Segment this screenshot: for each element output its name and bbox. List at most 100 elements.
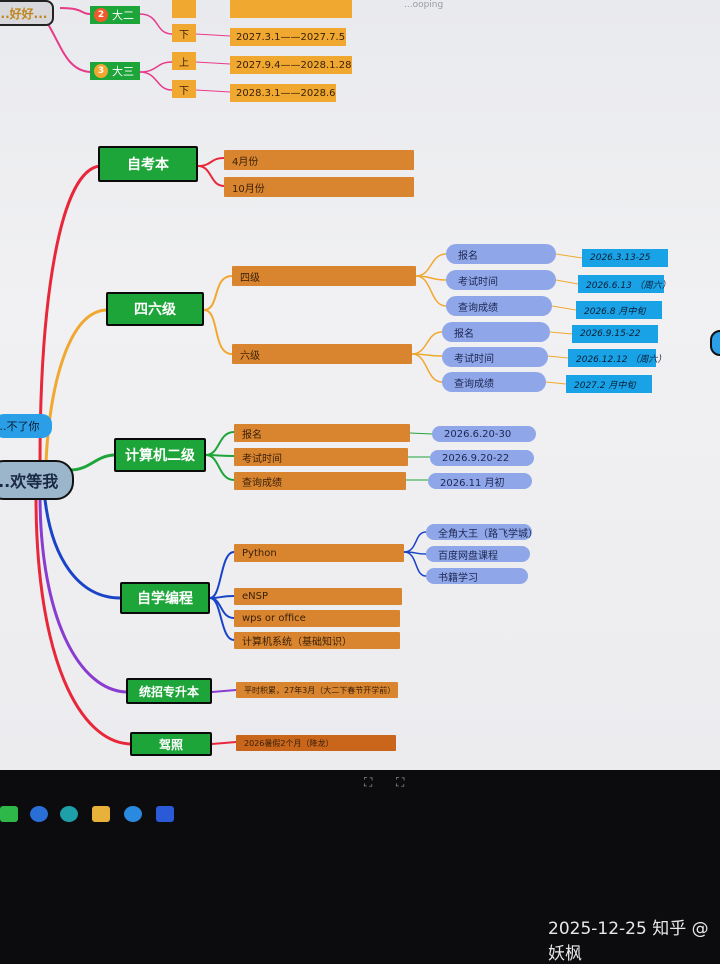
selfstudy-item[interactable]: wps or office — [234, 610, 400, 627]
python-resource[interactable]: 书籍学习 — [426, 568, 528, 584]
mindmap-canvas[interactable]: ...ooping ...好好... 2 大二 下 2027.3.1——2027… — [0, 0, 720, 770]
selfstudy-item[interactable]: eNSP — [234, 588, 402, 605]
top-node-fragment[interactable]: ...好好... — [0, 0, 54, 26]
date-label: 2026.9.20-22 — [442, 452, 510, 464]
resource-label: 百度网盘课程 — [438, 550, 498, 562]
cet4-node[interactable]: 四级 — [232, 266, 416, 286]
python-resource[interactable]: 百度网盘课程 — [426, 546, 530, 562]
top-node-label: ...好好... — [0, 6, 48, 21]
zsb-note[interactable]: 平时积累，27年3月（大二下春节开学前） — [236, 682, 398, 698]
term-range[interactable]: 2027.3.1——2027.7.5 — [230, 28, 346, 46]
resource-label: 书籍学习 — [438, 572, 478, 584]
ncre-step[interactable]: 报名 — [234, 424, 410, 442]
date-label: 2026.12.12 （周六） — [576, 354, 667, 365]
step-label: 查询成绩 — [454, 378, 494, 390]
cet6-step[interactable]: 报名 — [442, 322, 550, 342]
term-range[interactable]: 2028.3.1——2028.6 — [230, 84, 336, 102]
term-range-partial[interactable] — [230, 0, 352, 18]
root-node[interactable]: ...欢等我 — [0, 460, 74, 500]
watermark: 2025-12-25 知乎 @妖枫 — [548, 919, 709, 964]
cet4-date[interactable]: 2026.3.13-25 — [582, 249, 668, 267]
term-node[interactable]: 上 — [172, 52, 196, 70]
term-node-partial[interactable] — [172, 0, 196, 18]
step-label: 报名 — [242, 429, 262, 441]
browser-icon[interactable] — [30, 806, 48, 822]
term-range[interactable]: 2027.9.4——2028.1.28 — [230, 56, 352, 74]
ncre-step[interactable]: 查询成绩 — [234, 472, 406, 490]
item-label: 4月份 — [232, 156, 259, 168]
offscreen-node-fragment[interactable] — [710, 330, 720, 356]
zikao-item[interactable]: 4月份 — [224, 150, 414, 170]
ncre-step[interactable]: 考试时间 — [234, 448, 408, 466]
branch-license[interactable]: 驾照 — [130, 732, 212, 756]
python-node[interactable]: Python — [234, 544, 404, 562]
year-node-junior[interactable]: 3 大三 — [90, 62, 140, 80]
python-resource[interactable]: 全角大王（路飞学城） — [426, 524, 538, 540]
term-range-label: 2027.3.1——2027.7.5 — [236, 31, 346, 43]
branch-label: 自学编程 — [137, 591, 193, 607]
file-explorer-icon[interactable] — [92, 806, 110, 822]
cet4-date[interactable]: 2026.8 月中旬 — [576, 301, 662, 319]
year-label: 大三 — [112, 65, 134, 78]
branch-cet[interactable]: 四六级 — [106, 292, 204, 326]
branch-zsb[interactable]: 统招专升本 — [126, 678, 212, 704]
cet6-node[interactable]: 六级 — [232, 344, 412, 364]
item-label: 计算机系统（基础知识） — [242, 637, 352, 648]
selfstudy-item[interactable]: 计算机系统（基础知识） — [234, 632, 400, 649]
step-label: 考试时间 — [454, 353, 494, 365]
date-label: 2027.2 月中旬 — [574, 380, 636, 391]
ncre-date[interactable]: 2026.11 月初 — [428, 473, 532, 489]
cet6-date[interactable]: 2026.12.12 （周六） — [568, 349, 666, 367]
branch-label: 计算机二级 — [125, 448, 195, 464]
connector-lines — [29, 0, 583, 746]
step-label: 查询成绩 — [458, 302, 498, 314]
step-label: 考试时间 — [242, 453, 282, 465]
year-number-badge: 2 — [94, 8, 108, 22]
cet6-date[interactable]: 2027.2 月中旬 — [566, 375, 652, 393]
year-label: 大二 — [112, 9, 134, 22]
cet6-step[interactable]: 查询成绩 — [442, 372, 546, 392]
term-node[interactable]: 下 — [172, 24, 196, 42]
step-label: 查询成绩 — [242, 477, 282, 489]
branch-label: 四六级 — [134, 302, 176, 318]
cet4-step[interactable]: 报名 — [446, 244, 556, 264]
window-title: ...ooping — [404, 0, 444, 10]
year-number-badge: 3 — [94, 64, 108, 78]
cet4-step[interactable]: 查询成绩 — [446, 296, 552, 316]
fullscreen-icon[interactable]: ⛶ — [396, 775, 405, 789]
term-node[interactable]: 下 — [172, 80, 196, 98]
zikao-item[interactable]: 10月份 — [224, 177, 414, 197]
ie-icon[interactable] — [124, 806, 142, 822]
year-node-sophomore[interactable]: 2 大二 — [90, 6, 140, 24]
step-label: 报名 — [454, 328, 474, 340]
branch-zikao[interactable]: 自考本 — [98, 146, 198, 182]
resource-label: 全角大王（路飞学城） — [438, 528, 538, 540]
cet4-date[interactable]: 2026.6.13 （周六） — [578, 275, 671, 293]
edge-icon[interactable] — [60, 806, 78, 822]
term-label: 上 — [179, 57, 189, 69]
item-label: eNSP — [242, 591, 269, 602]
branch-ncre[interactable]: 计算机二级 — [114, 438, 206, 472]
date-label: 2026.9.15-22 — [580, 329, 641, 339]
cet6-date[interactable]: 2026.9.15-22 — [572, 325, 658, 343]
branch-label: 驾照 — [158, 737, 183, 752]
license-note[interactable]: 2026暑假2个月（降龙） — [236, 735, 396, 751]
app-icon[interactable] — [156, 806, 174, 822]
step-label: 报名 — [458, 250, 478, 262]
fit-view-icon[interactable]: ⛶ — [364, 775, 373, 789]
side-node[interactable]: ...不了你 — [0, 414, 52, 438]
term-range-label: 2027.9.4——2028.1.28 — [236, 59, 352, 71]
step-label: 考试时间 — [458, 276, 498, 288]
wechat-icon[interactable] — [0, 806, 18, 822]
branch-selfstudy[interactable]: 自学编程 — [120, 582, 210, 614]
date-label: 2026.3.13-25 — [590, 253, 651, 263]
term-label: 下 — [179, 29, 189, 41]
date-label: 2026.6.13 （周六） — [586, 280, 671, 291]
cet6-step[interactable]: 考试时间 — [442, 347, 548, 367]
cet4-step[interactable]: 考试时间 — [446, 270, 556, 290]
taskbar — [0, 800, 720, 830]
item-label: 六级 — [240, 350, 260, 362]
ncre-date[interactable]: 2026.9.20-22 — [430, 450, 534, 466]
note-label: 平时积累，27年3月（大二下春节开学前） — [244, 685, 396, 695]
ncre-date[interactable]: 2026.6.20-30 — [432, 426, 536, 442]
